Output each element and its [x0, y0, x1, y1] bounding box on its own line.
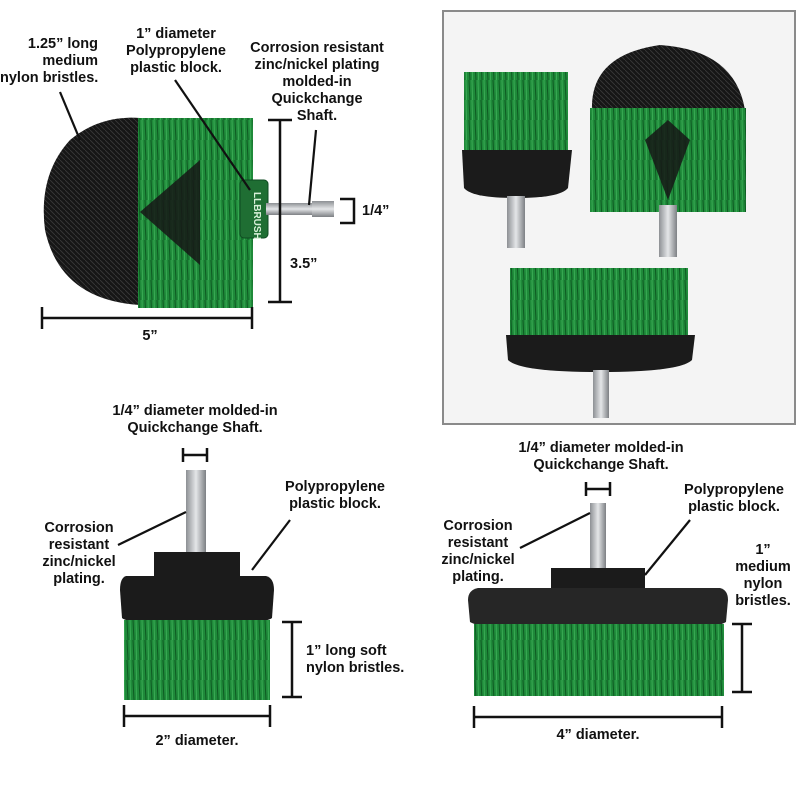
dim-shaft-label: 1/4” [362, 203, 390, 219]
bottom-left-leaders [117, 511, 291, 571]
dim-height-label: 3.5” [290, 256, 318, 272]
shaft-label-top-left: Corrosion resistant zinc/nickel plating … [250, 40, 384, 124]
bottom-right-dimensions [472, 482, 752, 728]
bottom-right-leaders [519, 512, 691, 576]
block-label-top-left: 1” diameter Polypropylene plastic block. [126, 26, 226, 76]
shaft-label-bottom-right: 1/4” diameter molded-in Quickchange Shaf… [518, 440, 684, 473]
black-bristle-dome [43, 117, 140, 305]
inset-small-brush [462, 72, 572, 248]
brand-text: LLBRUSH [251, 192, 262, 240]
small-flat-brush [120, 470, 274, 700]
inset-large-flat-brush [506, 268, 695, 418]
block-label-bottom-right: Polypropylene plastic block. [684, 482, 784, 515]
large-flat-brush [468, 503, 728, 696]
hex-shaft [266, 203, 316, 215]
green-bristles [474, 624, 724, 696]
plastic-block [468, 588, 728, 632]
bristle-label-bottom-left: 1” long soft nylon bristles. [306, 643, 405, 676]
shaft-label-bottom-left: 1/4” diameter molded-in Quickchange Shaf… [112, 403, 278, 436]
dim-width-bottom-right: 4” diameter. [556, 727, 640, 743]
top-left-dimensions [40, 118, 356, 329]
dim-width-label: 5” [142, 328, 158, 344]
bottom-left-dimensions [122, 448, 302, 727]
block-label-bottom-left: Polypropylene plastic block. [285, 479, 385, 512]
plating-label-bottom-left: Corrosion resistant zinc/nickel plating. [42, 520, 116, 587]
green-bristles [124, 620, 270, 700]
hex-shaft [590, 503, 606, 573]
bristle-label-bottom-right: 1” medium nylon bristles. [735, 542, 791, 609]
hex-shaft [186, 470, 206, 555]
dim-width-bottom-left: 2” diameter. [155, 733, 239, 749]
large-round-brush [43, 117, 334, 308]
plastic-block [120, 576, 274, 625]
bristle-label-top-left: 1.25” long medium nylon bristles. [0, 36, 99, 86]
plating-label-bottom-right: Corrosion resistant zinc/nickel plating. [441, 518, 515, 585]
inset-round-brush [590, 45, 746, 257]
top-left-leaders [58, 79, 318, 206]
